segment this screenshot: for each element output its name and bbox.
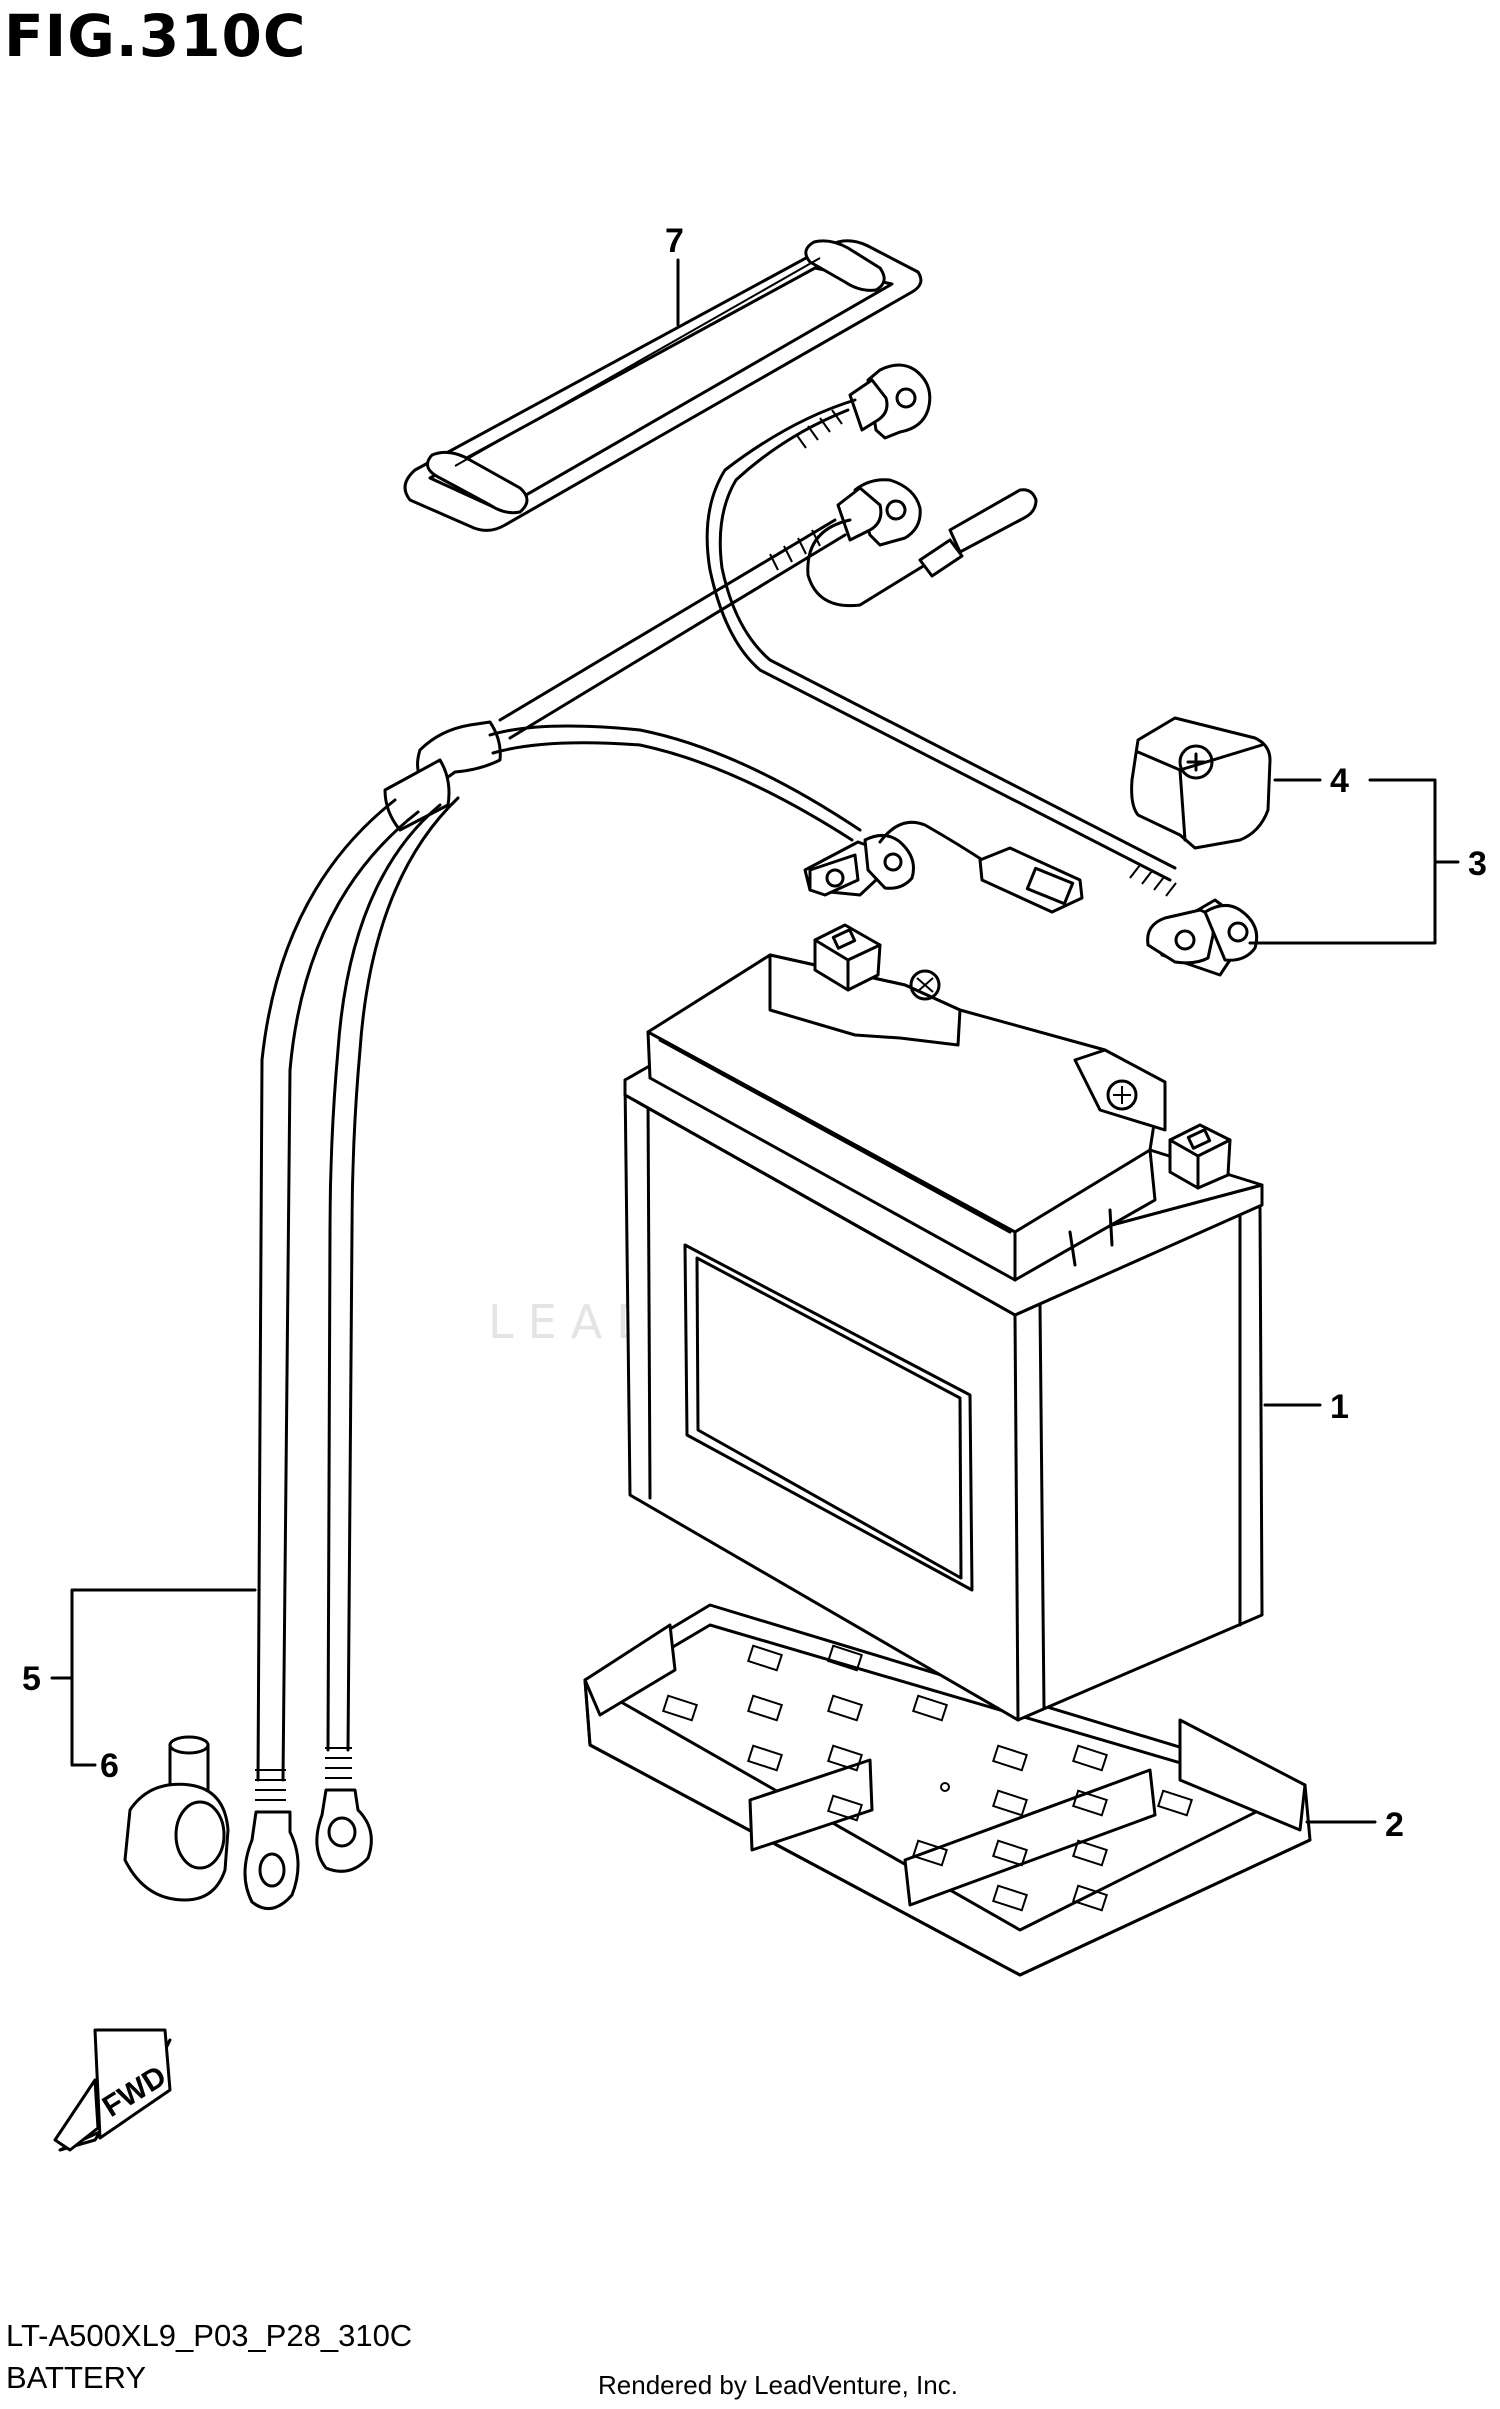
leader-lines: [50, 258, 1460, 1824]
callout-5: 5: [22, 1660, 41, 1698]
callout-6: 6: [100, 1747, 119, 1785]
battery-tray: [583, 1603, 1312, 1977]
render-credit: Rendered by LeadVenture, Inc.: [598, 2370, 958, 2400]
figure-name: BATTERY: [6, 2360, 147, 2395]
battery-minus-lead-assembly: [243, 478, 1084, 1911]
callout-3: 3: [1468, 845, 1487, 883]
forward-direction-arrow: FWD: [53, 2028, 172, 2152]
battery-cable-assembly: [705, 363, 1259, 977]
tray-slots: [662, 1644, 1193, 1912]
callout-7: 7: [665, 222, 684, 260]
battery-strap: [403, 239, 923, 532]
callout-1: 1: [1330, 1388, 1349, 1426]
terminal-boot: [123, 1735, 230, 1902]
terminal-cover: [1130, 716, 1272, 850]
figure-code: LT-A500XL9_P03_P28_310C: [6, 2318, 413, 2353]
figure-title: FIG.310C: [4, 2, 307, 70]
callout-2: 2: [1385, 1806, 1404, 1844]
callout-4: 4: [1330, 762, 1349, 800]
battery: [623, 923, 1264, 1722]
